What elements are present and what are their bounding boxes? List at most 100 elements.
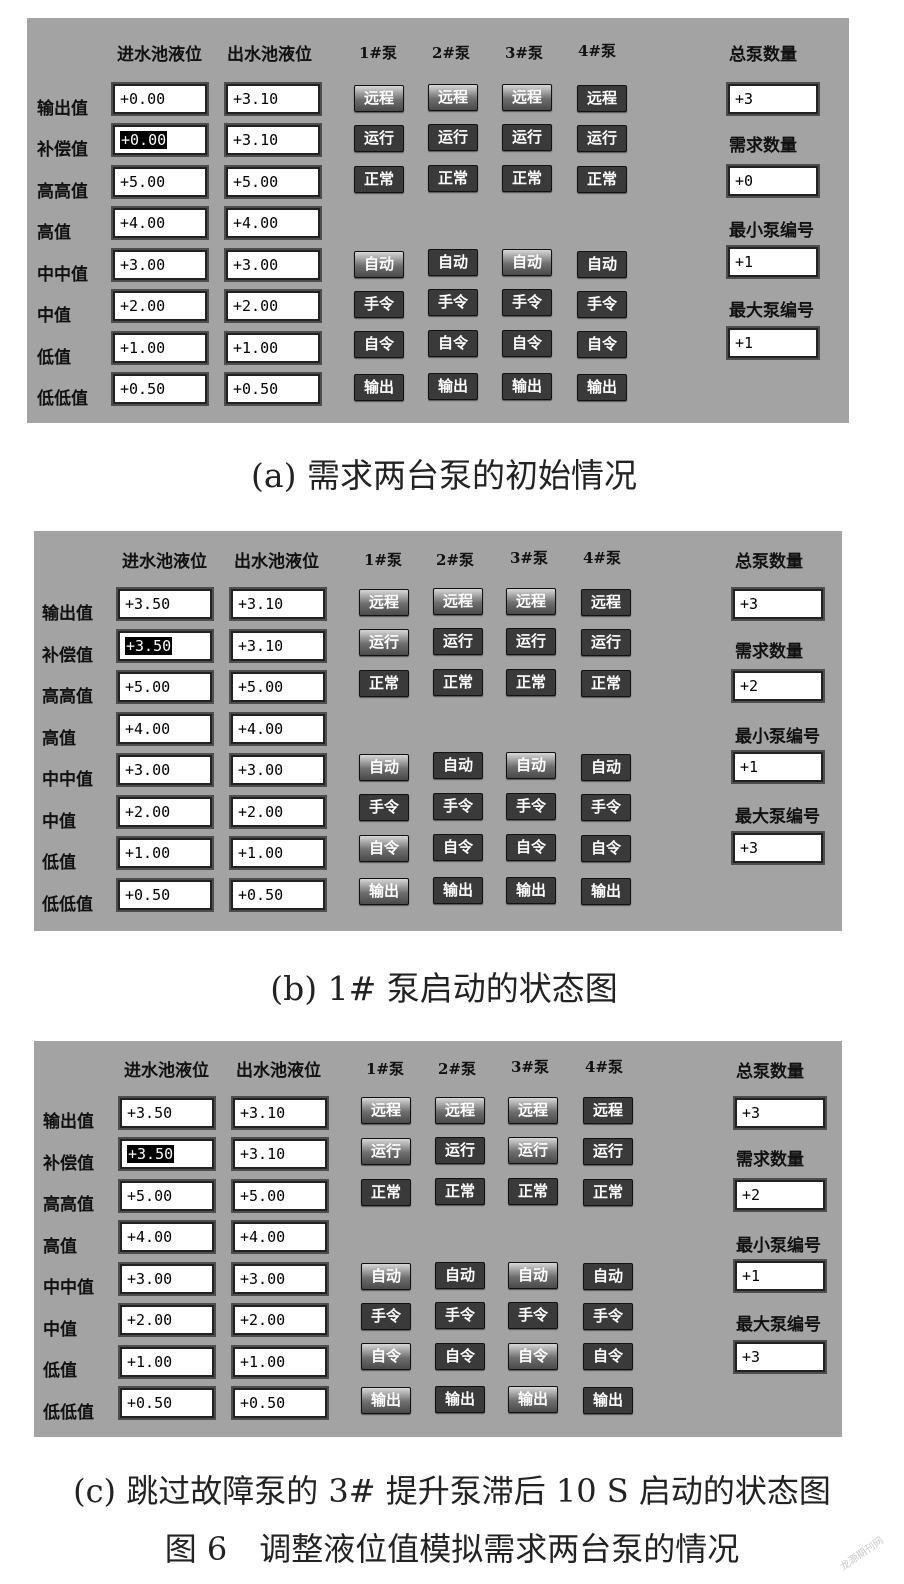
inlet-output-field[interactable]: +3.50: [118, 589, 212, 619]
pump1-self-button[interactable]: 自令: [359, 835, 409, 862]
pump3-run-button[interactable]: 运行: [508, 1137, 558, 1164]
inlet-high-field[interactable]: +4.00: [118, 714, 212, 744]
pump2-normal-button[interactable]: 正常: [428, 165, 478, 192]
outlet-compensation-field[interactable]: +3.10: [231, 631, 325, 661]
pump3-output-button[interactable]: 输出: [502, 373, 552, 400]
pump2-remote-button[interactable]: 远程: [433, 588, 483, 615]
inlet-low-field[interactable]: +1.00: [113, 333, 207, 363]
pump2-normal-button[interactable]: 正常: [435, 1178, 485, 1205]
pump2-remote-button[interactable]: 远程: [435, 1097, 485, 1124]
outlet-low-field[interactable]: +1.00: [231, 838, 325, 868]
pump3-self-button[interactable]: 自令: [502, 330, 552, 357]
inlet-low-low-field[interactable]: +0.50: [118, 880, 212, 910]
pump1-remote-button[interactable]: 远程: [361, 1097, 411, 1124]
inlet-high-field[interactable]: +4.00: [113, 208, 207, 238]
outlet-mid-mid-field[interactable]: +3.00: [226, 250, 320, 280]
pump4-normal-button[interactable]: 正常: [577, 166, 627, 193]
outlet-low-low-field[interactable]: +0.50: [231, 880, 325, 910]
pump2-auto-button[interactable]: 自动: [428, 249, 478, 276]
inlet-output-field[interactable]: +0.00: [113, 84, 207, 114]
pump1-manual-button[interactable]: 手令: [359, 794, 409, 821]
max-pump-field[interactable]: +3: [733, 833, 823, 863]
pump1-normal-button[interactable]: 正常: [354, 166, 404, 193]
pump3-auto-button[interactable]: 自动: [508, 1262, 558, 1289]
pump4-output-button[interactable]: 输出: [581, 878, 631, 905]
pump2-run-button[interactable]: 运行: [428, 124, 478, 151]
inlet-low-field[interactable]: +1.00: [118, 838, 212, 868]
inlet-mid-mid-field[interactable]: +3.00: [118, 755, 212, 785]
pump1-manual-button[interactable]: 手令: [354, 291, 404, 318]
outlet-high-high-field[interactable]: +5.00: [231, 672, 325, 702]
pump3-manual-button[interactable]: 手令: [502, 289, 552, 316]
inlet-mid-field[interactable]: +2.00: [113, 291, 207, 321]
pump2-manual-button[interactable]: 手令: [433, 793, 483, 820]
outlet-output-field[interactable]: +3.10: [231, 589, 325, 619]
pump4-manual-button[interactable]: 手令: [583, 1303, 633, 1330]
inlet-high-high-field[interactable]: +5.00: [113, 167, 207, 197]
pump1-self-button[interactable]: 自令: [361, 1343, 411, 1370]
max-pump-field[interactable]: +3: [735, 1342, 825, 1372]
pump3-normal-button[interactable]: 正常: [502, 165, 552, 192]
pump1-remote-button[interactable]: 远程: [354, 85, 404, 112]
outlet-low-low-field[interactable]: +0.50: [233, 1388, 327, 1418]
outlet-mid-field[interactable]: +2.00: [231, 797, 325, 827]
outlet-compensation-field[interactable]: +3.10: [226, 125, 320, 155]
pump4-manual-button[interactable]: 手令: [577, 291, 627, 318]
pump3-manual-button[interactable]: 手令: [506, 793, 556, 820]
pump3-self-button[interactable]: 自令: [508, 1343, 558, 1370]
outlet-mid-field[interactable]: +2.00: [233, 1305, 327, 1335]
inlet-compensation-field[interactable]: +3.50: [118, 631, 212, 661]
pump1-manual-button[interactable]: 手令: [361, 1303, 411, 1330]
outlet-low-field[interactable]: +1.00: [226, 333, 320, 363]
pump3-remote-button[interactable]: 远程: [502, 84, 552, 111]
outlet-high-field[interactable]: +4.00: [233, 1222, 327, 1252]
outlet-mid-mid-field[interactable]: +3.00: [233, 1264, 327, 1294]
pump2-auto-button[interactable]: 自动: [433, 752, 483, 779]
pump3-remote-button[interactable]: 远程: [506, 588, 556, 615]
pump4-self-button[interactable]: 自令: [581, 835, 631, 862]
inlet-low-field[interactable]: +1.00: [120, 1347, 214, 1377]
pump3-self-button[interactable]: 自令: [506, 834, 556, 861]
pump2-output-button[interactable]: 输出: [435, 1386, 485, 1413]
pump1-normal-button[interactable]: 正常: [361, 1179, 411, 1206]
outlet-high-high-field[interactable]: +5.00: [233, 1181, 327, 1211]
pump2-remote-button[interactable]: 远程: [428, 84, 478, 111]
pump2-self-button[interactable]: 自令: [433, 834, 483, 861]
inlet-high-high-field[interactable]: +5.00: [118, 672, 212, 702]
pump1-remote-button[interactable]: 远程: [359, 589, 409, 616]
pump4-manual-button[interactable]: 手令: [581, 794, 631, 821]
demand-count-field[interactable]: +2: [733, 671, 823, 701]
outlet-high-field[interactable]: +4.00: [226, 208, 320, 238]
pump4-output-button[interactable]: 输出: [583, 1387, 633, 1414]
outlet-mid-field[interactable]: +2.00: [226, 291, 320, 321]
pump3-normal-button[interactable]: 正常: [506, 669, 556, 696]
inlet-mid-mid-field[interactable]: +3.00: [113, 250, 207, 280]
min-pump-field[interactable]: +1: [733, 752, 823, 782]
pump1-output-button[interactable]: 输出: [359, 878, 409, 905]
pump4-auto-button[interactable]: 自动: [581, 754, 631, 781]
pump1-auto-button[interactable]: 自动: [361, 1263, 411, 1290]
pump3-auto-button[interactable]: 自动: [506, 752, 556, 779]
pump4-normal-button[interactable]: 正常: [583, 1179, 633, 1206]
pump3-manual-button[interactable]: 手令: [508, 1302, 558, 1329]
pump4-auto-button[interactable]: 自动: [583, 1263, 633, 1290]
pump4-remote-button[interactable]: 远程: [577, 85, 627, 112]
inlet-high-field[interactable]: +4.00: [120, 1222, 214, 1252]
pump4-output-button[interactable]: 输出: [577, 374, 627, 401]
pump1-output-button[interactable]: 输出: [361, 1387, 411, 1414]
demand-count-field[interactable]: +2: [735, 1180, 825, 1210]
pump2-self-button[interactable]: 自令: [428, 330, 478, 357]
pump1-auto-button[interactable]: 自动: [354, 251, 404, 278]
pump1-self-button[interactable]: 自令: [354, 331, 404, 358]
inlet-output-field[interactable]: +3.50: [120, 1098, 214, 1128]
outlet-output-field[interactable]: +3.10: [233, 1098, 327, 1128]
pump3-run-button[interactable]: 运行: [506, 628, 556, 655]
pump2-manual-button[interactable]: 手令: [435, 1302, 485, 1329]
pump4-self-button[interactable]: 自令: [577, 331, 627, 358]
pump1-run-button[interactable]: 运行: [359, 629, 409, 656]
pump4-remote-button[interactable]: 远程: [583, 1097, 633, 1124]
pump3-auto-button[interactable]: 自动: [502, 249, 552, 276]
inlet-mid-field[interactable]: +2.00: [118, 797, 212, 827]
outlet-low-field[interactable]: +1.00: [233, 1347, 327, 1377]
min-pump-field[interactable]: +1: [735, 1261, 825, 1291]
